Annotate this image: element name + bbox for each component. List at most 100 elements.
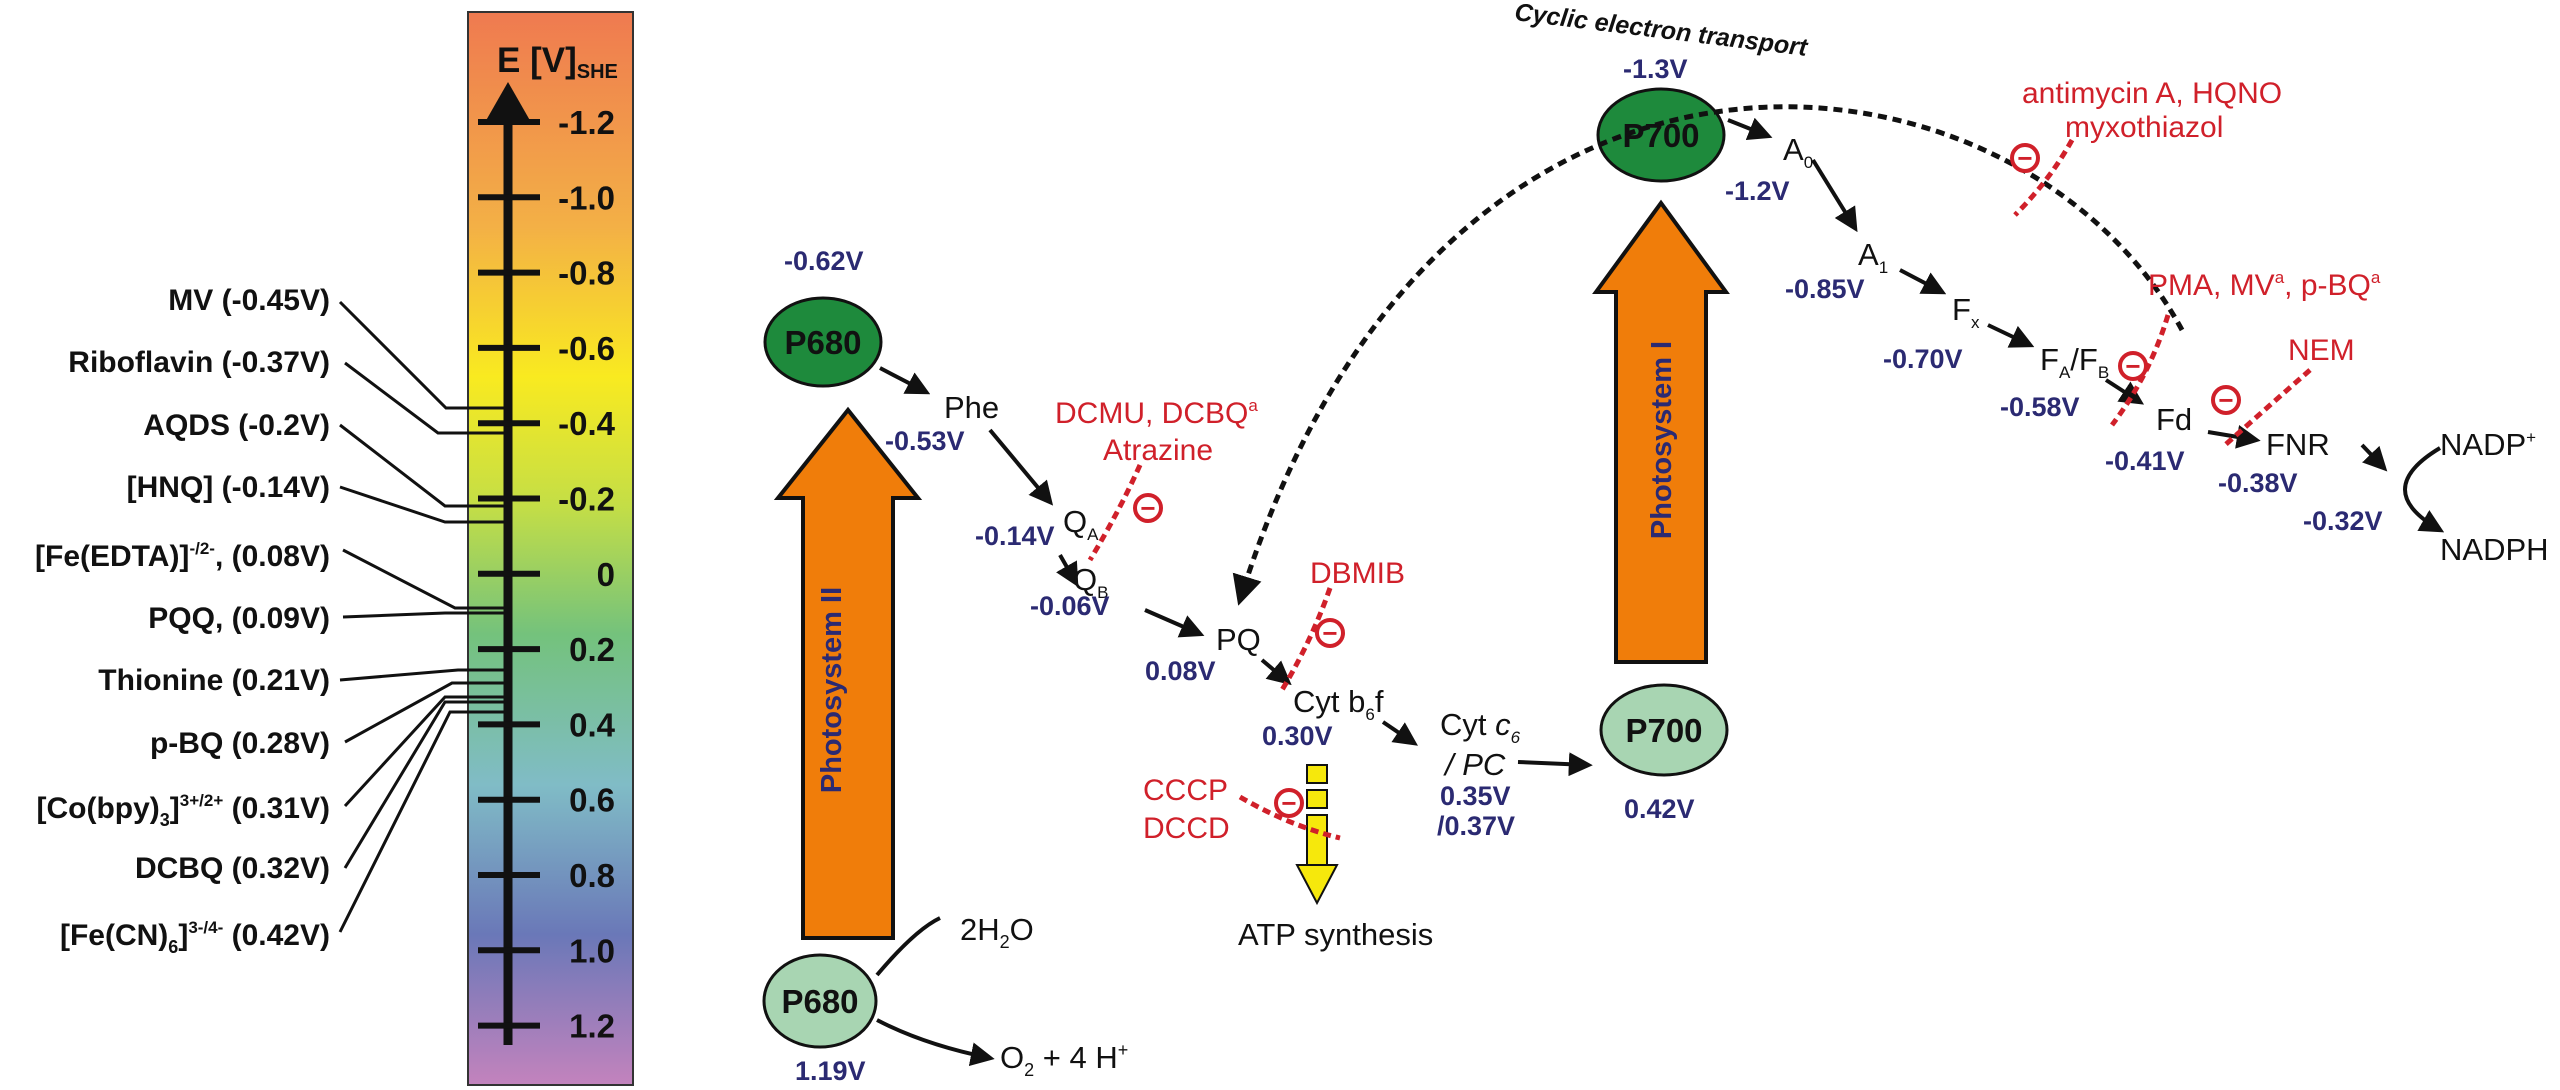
scale-tick-label: 0.2 <box>569 631 615 668</box>
mediator-thionine: Thionine (0.21V) <box>98 664 330 697</box>
svg-text:−: − <box>1281 788 1296 818</box>
svg-text:−: − <box>1140 493 1155 523</box>
scale-tick-label: 0 <box>597 556 615 593</box>
species-a1: A1 <box>1858 237 1888 277</box>
scale-arrow-head <box>484 82 532 124</box>
scale-gradient-bar <box>467 11 634 1086</box>
mediator-pqq: PQQ, (0.09V) <box>148 602 330 635</box>
inhibitor-atrazine: Atrazine <box>1103 434 1213 467</box>
p700-excited-node: P700 <box>1596 87 1726 183</box>
inhibition-icon-cccp: − <box>1274 788 1304 818</box>
potential-p700-ground: 0.42V <box>1624 794 1695 824</box>
species-fnr: FNR <box>2266 427 2330 462</box>
photosystem-i-arrow: Photosystem I <box>1592 199 1730 664</box>
inhibition-icon-antimycin: − <box>2010 143 2040 173</box>
p700-ground-node: P700 <box>1599 683 1729 777</box>
mediator-co-bpy: [Co(bpy)3]3+/2+ (0.31V) <box>36 791 330 830</box>
scale-ticks: -1.2-1.0-0.8-0.6-0.4-0.200.20.40.60.81.0… <box>478 104 616 1045</box>
mediator-p-bq: p-BQ (0.28V) <box>150 727 330 760</box>
potential-fx: -0.70V <box>1883 344 1963 374</box>
species-qa: QA <box>1063 504 1099 544</box>
potential-cyt-b6f: 0.30V <box>1262 721 1333 751</box>
inhibitor-dbmib: DBMIB <box>1310 557 1405 590</box>
scale-tick-label: 1.2 <box>569 1008 615 1045</box>
mediator-aqds: AQDS (-0.2V) <box>143 409 330 442</box>
potential-labels: -0.62V 1.19V -0.53V -0.14V -0.06V 0.08V … <box>784 54 2383 1086</box>
scale-tick-label: -0.4 <box>558 405 616 442</box>
potential-phe: -0.53V <box>885 426 965 456</box>
inhibition-icon-nem: − <box>2211 385 2241 415</box>
mediator-dcbq: DCBQ (0.32V) <box>135 852 330 885</box>
species-oxygen: O2 + 4 H+ <box>1000 1040 1128 1080</box>
inhibitor-nem: NEM <box>2288 334 2355 367</box>
inhibitor-antimycin: antimycin A, HQNO <box>2022 77 2282 110</box>
cyclic-transport-label: Cyclic electron transport <box>1513 0 1810 62</box>
scale-tick-label: 0.4 <box>569 706 616 743</box>
species-nadp: NADP+ <box>2440 427 2536 462</box>
inhibitor-myxothiazol: myxothiazol <box>2065 111 2223 144</box>
species-phe: Phe <box>944 390 999 425</box>
species-water: 2H2O <box>960 912 1034 952</box>
potential-p700-excited: -1.3V <box>1623 54 1688 84</box>
inhibitor-labels: DCMU, DCBQa Atrazine DBMIB CCCP DCCD ant… <box>1055 77 2381 845</box>
species-qb: QB <box>1073 562 1108 602</box>
species-labels: Phe QA QB PQ Cyt b6f Cyt c6 / PC A0 A1 F… <box>944 0 2549 1080</box>
inhibition-icon-dbmib: − <box>1315 618 1345 648</box>
species-cyt-c6: Cyt c6 <box>1440 707 1521 747</box>
potential-a1: -0.85V <box>1785 274 1865 304</box>
scale-title: E [V]SHE <box>497 41 618 83</box>
species-fx: Fx <box>1952 292 1980 332</box>
inhibitor-dashed-lines <box>1087 138 2312 841</box>
p680-excited-node: P680 <box>763 296 883 388</box>
inhibition-icon-pma: − <box>2118 351 2148 381</box>
svg-text:P680: P680 <box>784 324 861 361</box>
potential-qb: -0.06V <box>1030 591 1110 621</box>
svg-text:−: − <box>1322 618 1337 648</box>
potential-p680-ground: 1.19V <box>795 1056 866 1086</box>
mediator-fe-edta: [Fe(EDTA)]-/2-, (0.08V) <box>35 539 330 573</box>
species-cyt-b6f: Cyt b6f <box>1293 684 1384 724</box>
photosystem-ii-arrow: Photosystem II <box>773 406 923 940</box>
photosystem-i-label: Photosystem I <box>1646 341 1678 539</box>
svg-text:−: − <box>2125 351 2140 381</box>
potential-fa-fb: -0.58V <box>2000 392 2080 422</box>
electron-transfer-arrows <box>879 117 2388 777</box>
potential-cyt-c6-1: 0.35V <box>1440 781 1511 811</box>
potential-cyt-c6-2: /0.37V <box>1437 811 1515 841</box>
scale-tick-label: -1.2 <box>558 104 615 141</box>
scale-tick-label: -0.6 <box>558 330 615 367</box>
species-fa-fb: FA/FB <box>2040 342 2109 382</box>
species-pc: / PC <box>1443 747 1506 782</box>
inhibitor-cccp: CCCP <box>1143 774 1228 807</box>
scale-tick-label: -0.8 <box>558 255 615 292</box>
inhibitor-dcmu: DCMU, DCBQa <box>1055 396 1258 430</box>
inhibition-icon-dcmu: − <box>1133 493 1163 523</box>
atp-synthesis-arrow <box>1295 764 1339 906</box>
mediator-mv: MV (-0.45V) <box>168 284 330 317</box>
potential-nadp: -0.32V <box>2303 506 2383 536</box>
inhibitor-dccd: DCCD <box>1143 812 1230 845</box>
svg-text:P680: P680 <box>781 983 858 1020</box>
potential-a0: -1.2V <box>1725 176 1790 206</box>
potential-pq: 0.08V <box>1145 656 1216 686</box>
svg-text:−: − <box>2017 143 2032 173</box>
scale-tick-label: -0.2 <box>558 481 615 518</box>
potential-qa: -0.14V <box>975 521 1055 551</box>
potential-scale: E [V]SHE -1.2 -1.0 -0.8 -0.6 -0.4 -0.2 0 0.2 0.4… <box>467 11 634 1086</box>
species-pq: PQ <box>1216 622 1261 657</box>
cyclic-electron-path <box>1232 104 2185 606</box>
species-atp-synthesis: ATP synthesis <box>1238 917 1433 952</box>
p680-ground-node: P680 <box>762 953 878 1049</box>
mediator-labels: MV (-0.45V) Riboflavin (-0.37V) AQDS (-0… <box>35 284 508 957</box>
potential-p680-excited: -0.62V <box>784 246 864 276</box>
inhibitor-pma: PMA, MVa, p-BQa <box>2148 268 2381 302</box>
scale-tick-label: 1.0 <box>569 932 615 969</box>
mediator-hnq: [HNQ] (-0.14V) <box>127 471 330 504</box>
scale-tick-label: -1.0 <box>558 179 615 216</box>
inhibition-symbols: − − − − − − <box>1133 143 2241 818</box>
mediator-leader-lines <box>338 300 508 933</box>
mediator-fe-cn: [Fe(CN)6]3-/4- (0.42V) <box>60 918 330 957</box>
species-nadph: NADPH <box>2440 532 2549 567</box>
scale-tick-label: 0.6 <box>569 782 615 819</box>
